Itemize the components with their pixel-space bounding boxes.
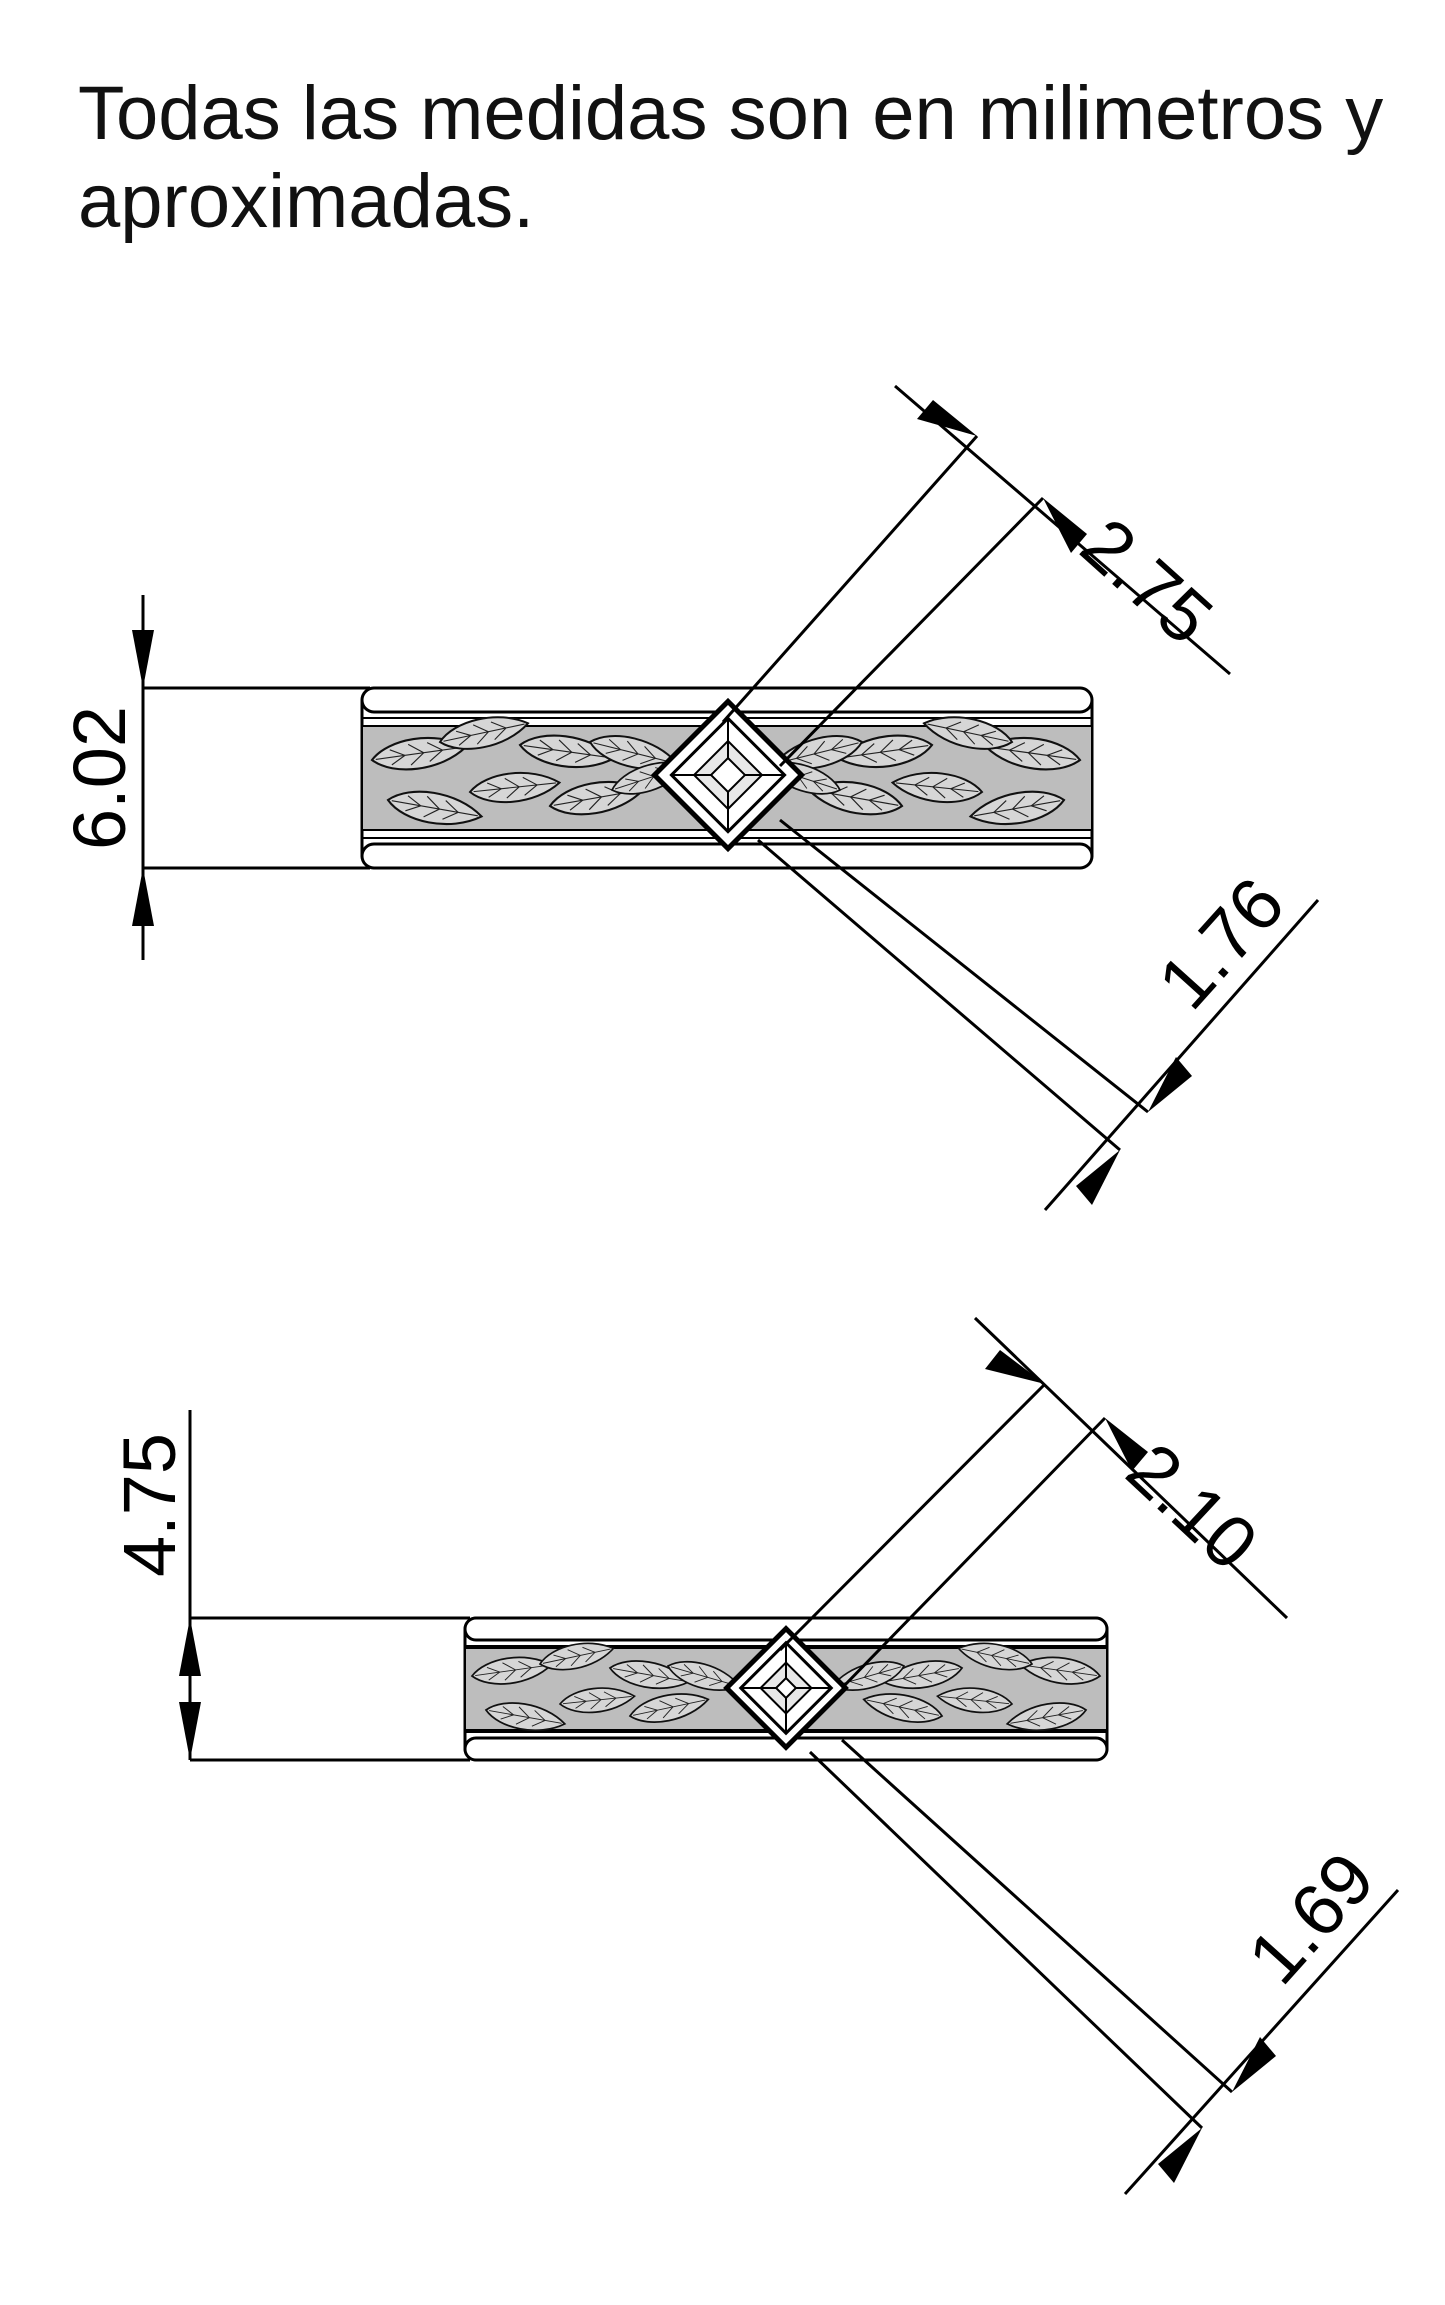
note-line-2: aproximadas. — [78, 159, 535, 244]
ring-1-band — [360, 686, 1094, 870]
arrow-icon — [1148, 1057, 1192, 1112]
arrow-icon — [1105, 1418, 1148, 1471]
note-line-1: Todas las medidas son en milimetros y — [78, 71, 1384, 156]
arrow-up-icon — [132, 868, 154, 926]
ring-2-stone-setting — [723, 1625, 849, 1751]
ring-1-width-dimension: 6.02 — [58, 595, 370, 960]
arrow-icon — [985, 1350, 1045, 1384]
arrow-icon — [1232, 2037, 1276, 2092]
arrow-icon — [1076, 1150, 1120, 1205]
ring-1-stone-bottom-label: 1.76 — [1142, 862, 1300, 1025]
ring-2-width-dimension: 4.75 — [108, 1410, 470, 1762]
arrow-icon — [1043, 498, 1087, 553]
ring-1-view: 6.02 — [58, 384, 1320, 1211]
ring-1-stone-top-label: 2.75 — [1066, 502, 1229, 660]
arrow-down-icon — [132, 630, 154, 688]
arrow-up-icon — [179, 1618, 201, 1676]
arrow-icon — [917, 400, 977, 436]
ring-1-stone-bottom-dimension: 1.76 — [757, 818, 1320, 1211]
ring-2-view: 4.75 — [108, 1316, 1400, 2196]
arrow-down-icon — [179, 1702, 201, 1760]
arrow-icon — [1158, 2128, 1202, 2183]
ring-1-stone-setting — [650, 697, 806, 853]
ring-2-width-label: 4.75 — [108, 1433, 191, 1577]
ring-2-band — [463, 1616, 1109, 1762]
ring-2-stone-bottom-label: 1.69 — [1232, 1837, 1390, 2000]
ring-2-stone-bottom-dimension: 1.69 — [808, 1738, 1400, 2196]
ring-1-width-label: 6.02 — [58, 706, 141, 850]
measurement-note: Todas las medidas son en milimetros y ap… — [78, 70, 1418, 246]
